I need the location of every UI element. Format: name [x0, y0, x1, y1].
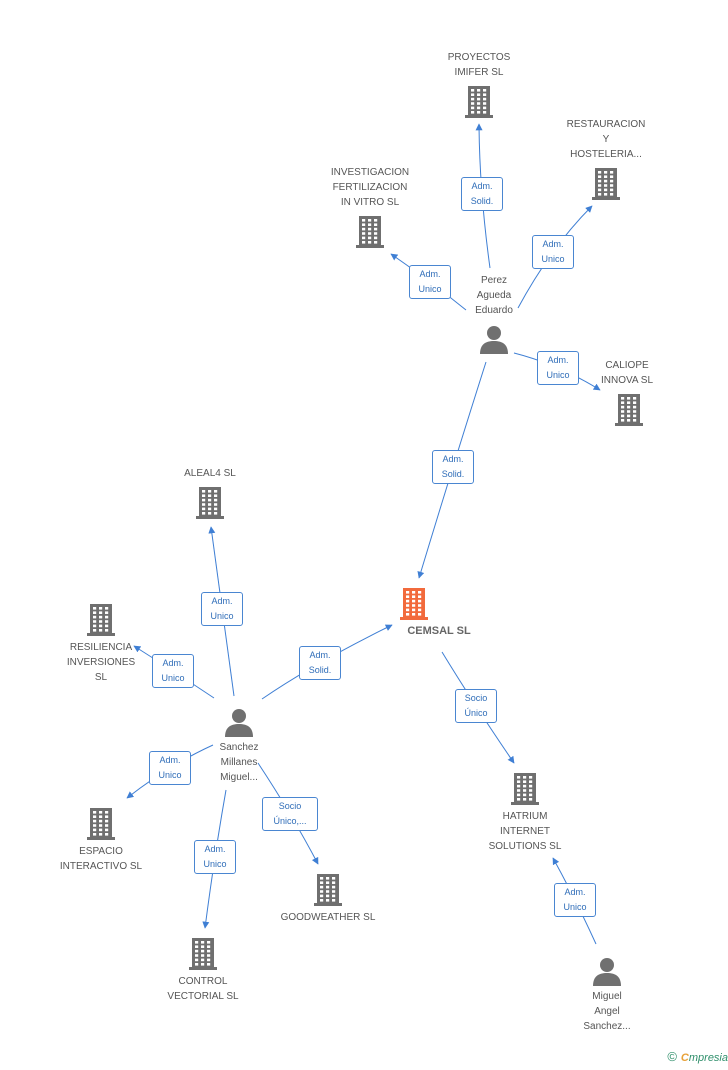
edge-label[interactable]: Adm. Unico — [409, 265, 451, 299]
edge-label[interactable]: Socio Único — [455, 689, 497, 723]
building-icon — [592, 168, 620, 200]
brand-name: mpresia — [688, 1052, 728, 1064]
edge-label[interactable]: Adm. Unico — [194, 840, 236, 874]
brand-logo-letter: C — [680, 1052, 689, 1064]
node-label: CONTROL VECTORIAL SL — [167, 976, 239, 1002]
edge-label[interactable]: Adm. Unico — [537, 351, 579, 385]
edge-label[interactable]: Adm. Unico — [149, 751, 191, 785]
node-label: CALIOPE INNOVA SL — [600, 360, 654, 386]
node-label: PROYECTOS IMIFER SL — [447, 52, 511, 78]
node-label: Miguel Angel Sanchez... — [583, 991, 631, 1032]
edge-label[interactable]: Adm. Unico — [152, 654, 194, 688]
building-icon — [356, 216, 384, 248]
copyright-symbol: © — [667, 1049, 677, 1064]
node-label: RESTAURACION Y HOSTELERIA... — [566, 119, 646, 160]
edge-label[interactable]: Adm. Unico — [201, 592, 243, 626]
building-icon — [615, 394, 643, 426]
edge-label[interactable]: Adm. Solid. — [461, 177, 503, 211]
person-icon — [480, 326, 508, 354]
edge-label[interactable]: Socio Único,... — [262, 797, 318, 831]
footer-brand[interactable]: ©Cmpresia — [667, 1049, 728, 1064]
node-label: Sanchez Millanes Miguel... — [219, 742, 259, 783]
edge-label[interactable]: Adm. Unico — [554, 883, 596, 917]
building-icon — [196, 487, 224, 519]
edge-label[interactable]: Adm. Solid. — [432, 450, 474, 484]
node-label: RESILIENCIA INVERSIONES SL — [66, 642, 136, 683]
node-label: Perez Agueda Eduardo — [475, 275, 513, 316]
building-icon — [465, 86, 493, 118]
building-icon — [87, 808, 115, 840]
building-icon — [400, 588, 428, 620]
node-label: ALEAL4 SL — [184, 468, 236, 479]
node-label: CEMSAL SL — [407, 625, 471, 637]
building-icon — [189, 938, 217, 970]
node-label: INVESTIGACION FERTILIZACION IN VITRO SL — [330, 167, 410, 208]
node-label: HATRIUM INTERNET SOLUTIONS SL — [488, 811, 562, 852]
node-label: GOODWEATHER SL — [280, 912, 376, 923]
edge-label[interactable]: Adm. Solid. — [299, 646, 341, 680]
building-icon — [87, 604, 115, 636]
person-icon — [225, 709, 253, 737]
edge-label[interactable]: Adm. Unico — [532, 235, 574, 269]
building-icon — [314, 874, 342, 906]
building-icon — [511, 773, 539, 805]
node-label: ESPACIO INTERACTIVO SL — [59, 846, 143, 872]
person-icon — [593, 958, 621, 986]
